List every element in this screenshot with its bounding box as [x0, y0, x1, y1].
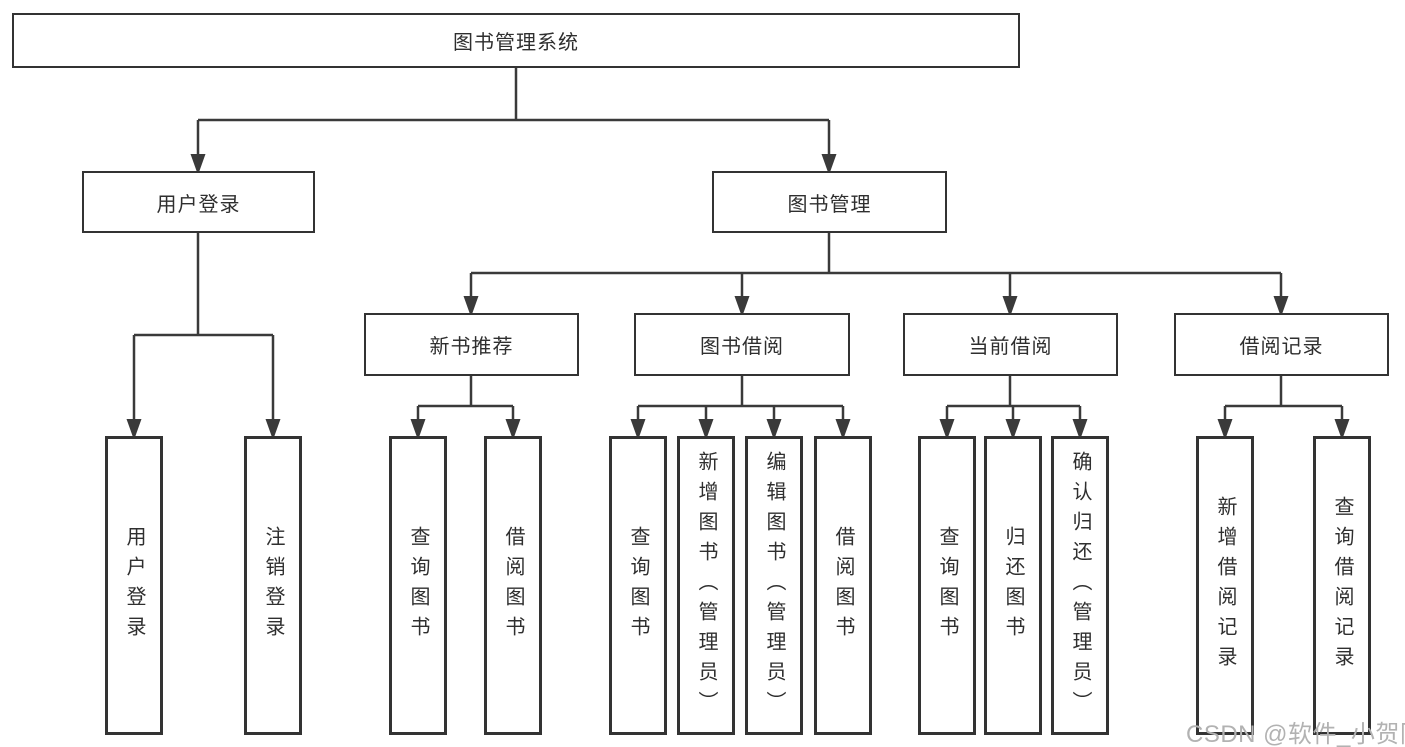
node-current-borrow-label: 当前借阅 [968, 336, 1053, 358]
node-book-borrow: 图书借阅 [634, 313, 850, 376]
node-leaf-query-borrow-record: 查询借阅记录 [1313, 436, 1371, 735]
node-leaf-borrow-book-recommend-label: 借阅图书 [502, 525, 524, 646]
node-leaf-user-login: 用户登录 [105, 436, 163, 735]
node-book-borrow-label: 图书借阅 [700, 336, 784, 358]
arrowhead-icon [410, 419, 426, 440]
node-book-management-label: 图书管理 [787, 193, 872, 216]
node-user-login: 用户登录 [82, 171, 315, 233]
arrowhead-icon [505, 419, 521, 440]
node-leaf-edit-book-admin-label: 编辑图书（管理员） [763, 450, 785, 721]
node-current-borrow: 当前借阅 [903, 313, 1118, 376]
node-leaf-add-book-admin: 新增图书（管理员） [677, 436, 735, 735]
node-leaf-logout: 注销登录 [244, 436, 302, 735]
node-leaf-return-book-label: 归还图书 [1002, 525, 1024, 646]
node-leaf-logout-label: 注销登录 [262, 525, 284, 646]
arrowhead-icon [766, 419, 782, 440]
node-leaf-borrow-book: 借阅图书 [814, 436, 872, 735]
arrowhead-icon [835, 419, 851, 440]
node-leaf-query-book-borrow: 查询图书 [609, 436, 667, 735]
node-leaf-query-borrow-record-label: 查询借阅记录 [1331, 495, 1353, 676]
arrowhead-icon [126, 419, 142, 440]
node-leaf-query-book-recommend-label: 查询图书 [407, 525, 429, 646]
arrowhead-icon [1217, 419, 1233, 440]
node-book-management: 图书管理 [712, 171, 947, 233]
node-new-book-recommend: 新书推荐 [364, 313, 579, 376]
arrowhead-icon [821, 154, 837, 175]
arrowhead-icon [1005, 419, 1021, 440]
arrowhead-icon [1273, 296, 1289, 317]
node-leaf-borrow-book-recommend: 借阅图书 [484, 436, 542, 735]
node-leaf-add-borrow-record-label: 新增借阅记录 [1214, 495, 1236, 676]
csdn-watermark: CSDN @软件_小贺同学 [1186, 721, 1405, 747]
node-leaf-edit-book-admin: 编辑图书（管理员） [745, 436, 803, 735]
node-root-label: 图书管理系统 [453, 32, 579, 54]
node-leaf-borrow-book-label: 借阅图书 [832, 525, 854, 646]
arrowhead-icon [265, 419, 281, 440]
node-root: 图书管理系统 [12, 13, 1020, 68]
arrowhead-icon [630, 419, 646, 440]
arrowhead-icon [1072, 419, 1088, 440]
node-new-book-recommend-label: 新书推荐 [429, 336, 514, 358]
arrowhead-icon [939, 419, 955, 440]
node-borrow-records-label: 借阅记录 [1239, 336, 1324, 358]
node-leaf-return-book: 归还图书 [984, 436, 1042, 735]
node-leaf-query-book-current: 查询图书 [918, 436, 976, 735]
node-leaf-user-login-label: 用户登录 [123, 525, 145, 646]
node-leaf-query-book-current-label: 查询图书 [936, 525, 958, 646]
node-leaf-add-borrow-record: 新增借阅记录 [1196, 436, 1254, 735]
node-borrow-records: 借阅记录 [1174, 313, 1389, 376]
node-leaf-query-book-recommend: 查询图书 [389, 436, 447, 735]
arrowhead-icon [1334, 419, 1350, 440]
arrowhead-icon [463, 296, 479, 317]
arrowhead-icon [698, 419, 714, 440]
node-leaf-confirm-return-admin: 确认归还（管理员） [1051, 436, 1109, 735]
node-user-login-label: 用户登录 [156, 193, 241, 216]
arrowhead-icon [1002, 296, 1018, 317]
arrowhead-icon [190, 154, 206, 175]
node-leaf-confirm-return-admin-label: 确认归还（管理员） [1069, 450, 1091, 721]
node-leaf-query-book-borrow-label: 查询图书 [627, 525, 649, 646]
arrowhead-icon [734, 296, 750, 317]
node-leaf-add-book-admin-label: 新增图书（管理员） [695, 450, 717, 721]
